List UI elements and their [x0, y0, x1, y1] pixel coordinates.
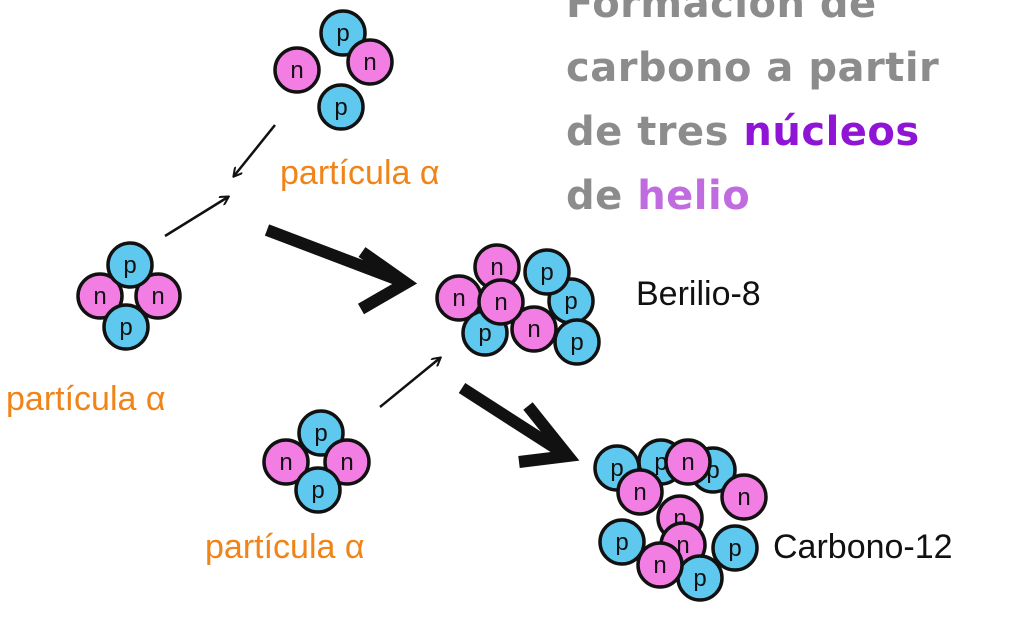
- label-alpha-top: partícula α: [280, 154, 440, 192]
- proton-letter: p: [314, 420, 327, 447]
- proton-letter: p: [693, 565, 706, 592]
- title-helio: helio: [637, 173, 751, 219]
- proton-letter: p: [123, 252, 136, 279]
- reaction-arrows: [164, 124, 580, 468]
- neutron-letter: n: [151, 283, 164, 310]
- neutron-letter: n: [279, 449, 292, 476]
- proton: [553, 318, 601, 366]
- proton: [294, 466, 342, 514]
- proton: [523, 248, 571, 296]
- diagram-title: Formación de carbono a partir de tres nú…: [566, 0, 1016, 228]
- title-line-4: de helio: [566, 164, 1016, 228]
- neutron-letter: n: [490, 254, 503, 281]
- proton-letter: p: [570, 329, 583, 356]
- proton-letter: p: [615, 529, 628, 556]
- arrow-alpha-left: [164, 197, 228, 238]
- proton-letter: p: [478, 320, 491, 347]
- neutron-letter: n: [653, 552, 666, 579]
- proton: [598, 518, 646, 566]
- proton: [317, 83, 365, 131]
- neutron: [664, 438, 712, 486]
- neutron: [346, 38, 394, 86]
- neutron-letter: n: [681, 449, 694, 476]
- proton-letter: p: [728, 535, 741, 562]
- neutron: [477, 278, 525, 326]
- neutron-letter: n: [527, 316, 540, 343]
- proton-letter: p: [119, 314, 132, 341]
- proton-letter: p: [610, 455, 623, 482]
- neutron: [134, 272, 182, 320]
- title-nucleos: núcleos: [743, 109, 920, 155]
- neutron: [273, 46, 321, 94]
- proton: [106, 241, 154, 289]
- arrow-alpha-bottom: [379, 358, 440, 408]
- label-alpha-left: partícula α: [6, 380, 166, 418]
- arrow-to-beryllium: [264, 224, 418, 315]
- title-line-3-prefix: de tres: [566, 109, 744, 155]
- neutron: [616, 468, 664, 516]
- proton: [711, 524, 759, 572]
- arrow-alpha-top: [234, 124, 276, 176]
- label-beryllium: Berilio-8: [636, 275, 761, 313]
- neutron: [720, 473, 768, 521]
- proton-letter: p: [654, 449, 667, 476]
- proton: [102, 303, 150, 351]
- proton-letter: p: [334, 94, 347, 121]
- neutron: [510, 305, 558, 353]
- neutron: [262, 438, 310, 486]
- neutron: [636, 541, 684, 589]
- proton: [319, 9, 367, 57]
- title-line-4-prefix: de: [566, 173, 638, 219]
- proton-letter: p: [540, 259, 553, 286]
- title-line-1: Formación de: [566, 0, 877, 27]
- label-carbon: Carbono-12: [773, 528, 953, 566]
- alpha-particle-left: n np p: [76, 241, 182, 351]
- neutron: [323, 438, 371, 486]
- neutron-letter: n: [452, 285, 465, 312]
- neutron-letter: n: [737, 484, 750, 511]
- arrow-to-carbon: [458, 382, 580, 468]
- title-line-3: de tres núcleos: [566, 100, 1016, 164]
- label-alpha-bottom: partícula α: [205, 528, 365, 566]
- proton-letter: p: [336, 20, 349, 47]
- neutron-letter: n: [93, 283, 106, 310]
- neutron: [76, 272, 124, 320]
- neutron-letter: n: [290, 57, 303, 84]
- proton-letter: p: [564, 288, 577, 315]
- neutron-letter: n: [633, 479, 646, 506]
- proton-letter: p: [311, 477, 324, 504]
- neutron-letter: n: [340, 449, 353, 476]
- neutron-letter: n: [363, 49, 376, 76]
- title-line-2: carbono a partir: [566, 45, 940, 91]
- alpha-particle-bottom: pn np: [262, 409, 371, 514]
- neutron-letter: n: [494, 289, 507, 316]
